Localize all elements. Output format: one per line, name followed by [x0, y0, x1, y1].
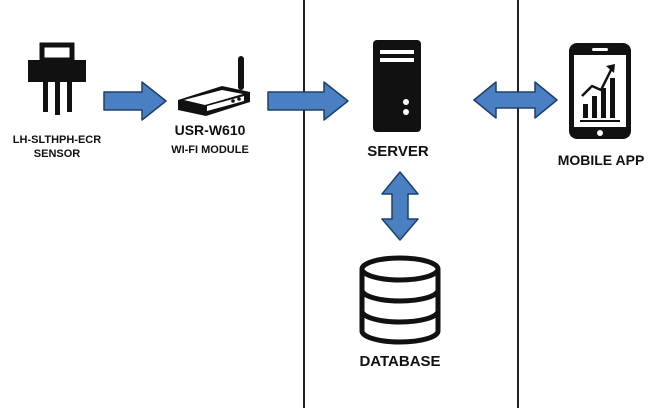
soil-sensor-icon [28, 42, 86, 115]
sensor-label-line1: LH-SLTHPH-ECR [13, 134, 101, 146]
database-label: DATABASE [359, 353, 440, 370]
sensor-label-line2: SENSOR [34, 148, 81, 160]
arrow-wifi-to-server [267, 81, 349, 121]
smartphone-chart-icon [569, 43, 631, 139]
server-tower-icon [373, 40, 421, 132]
arrow-server-database-bidirectional [381, 171, 419, 241]
wifi-label-line1: USR-W610 [175, 122, 246, 138]
mobile-app-label: MOBILE APP [558, 152, 645, 168]
server-label: SERVER [367, 143, 429, 160]
router-icon [178, 56, 250, 116]
wifi-label-line2: WI-FI MODULE [171, 144, 249, 156]
database-cylinder-icon [359, 255, 441, 345]
arrow-sensor-to-wifi [103, 81, 167, 121]
arrow-server-mobile-bidirectional [473, 81, 558, 119]
